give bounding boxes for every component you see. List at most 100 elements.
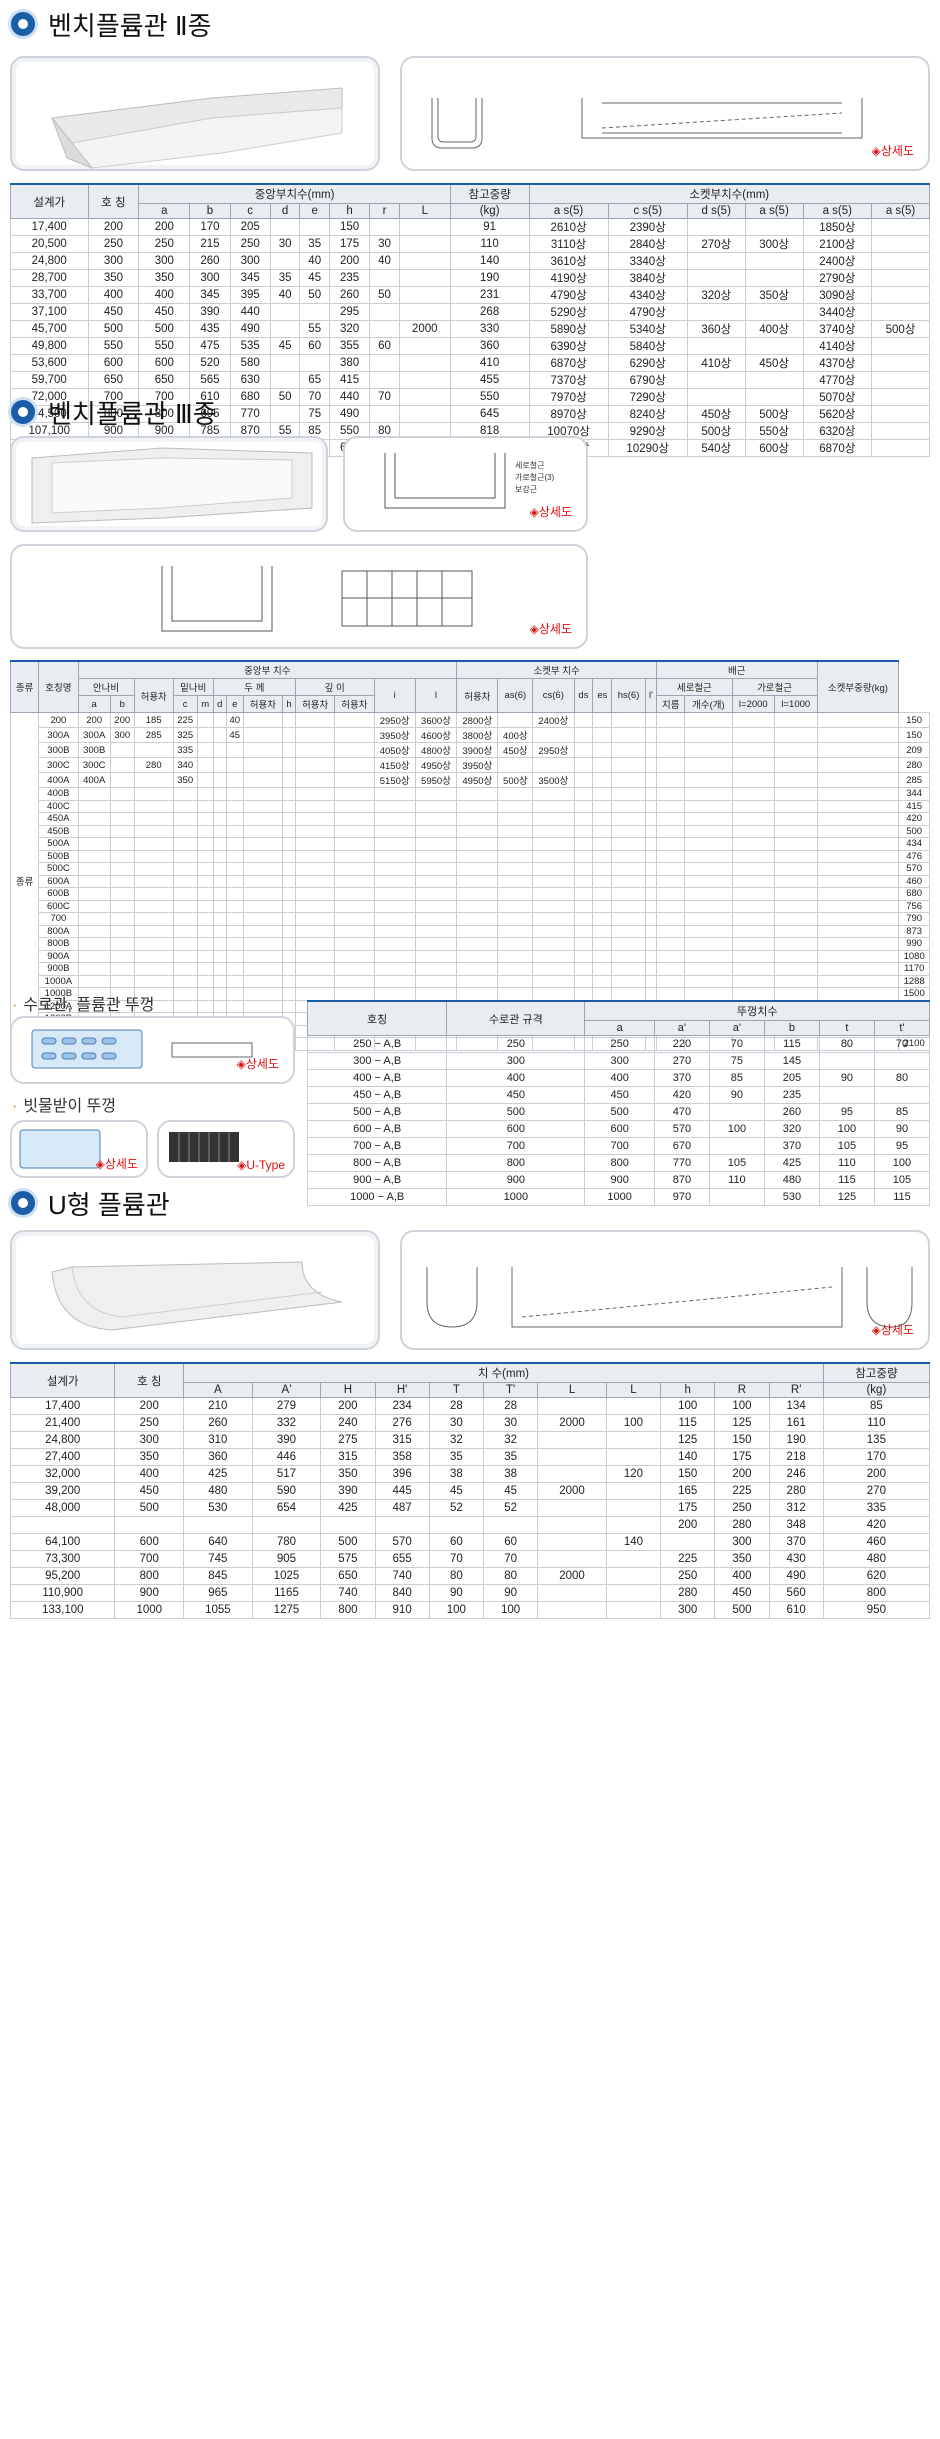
table-cell: 49,800 <box>10 337 89 355</box>
table-cell: 270상 <box>686 235 746 253</box>
table-cell: 30 <box>269 235 301 253</box>
table-cell: 570 <box>374 1533 430 1551</box>
table-cell <box>282 987 296 1001</box>
table-cell: 270 <box>822 1482 931 1500</box>
detail-link[interactable]: ◈상세도 <box>871 1323 914 1337</box>
table-cell <box>456 987 499 1001</box>
table-cell <box>656 862 686 876</box>
col-header: b <box>763 1020 820 1036</box>
table-cell <box>871 354 930 372</box>
table-cell <box>605 1584 662 1602</box>
table-cell <box>414 824 458 838</box>
table-cell <box>225 912 244 926</box>
table-cell: 140 <box>660 1448 716 1466</box>
table-cell: 24,800 <box>10 252 89 270</box>
table-cell <box>133 974 174 988</box>
col-header: 소켓부 치수 <box>456 660 658 679</box>
table-cell <box>684 862 733 876</box>
table-cell: 575 <box>320 1550 376 1568</box>
table-cell <box>537 1499 607 1517</box>
table-cell <box>294 812 336 826</box>
detail-link[interactable]: ◈상세도 <box>236 1057 279 1071</box>
table-cell: 655 <box>374 1550 430 1568</box>
table-cell <box>497 812 534 826</box>
table-cell <box>9 1516 116 1534</box>
table-cell <box>684 924 733 938</box>
table-cell <box>242 899 284 913</box>
detail-link[interactable]: ◈상세도 <box>871 144 914 158</box>
table-cell: 300 <box>446 1052 586 1070</box>
table-cell: 390 <box>320 1482 376 1500</box>
table-cell: 7370상 <box>528 371 609 389</box>
table-cell: 300B <box>77 742 111 758</box>
table-cell: 40 <box>269 286 301 304</box>
table-cell: 20,500 <box>10 235 89 253</box>
table-cell <box>294 987 336 1001</box>
table-cell: 28 <box>428 1397 484 1415</box>
table-cell: 95 <box>873 1137 931 1155</box>
table-cell <box>656 874 686 888</box>
table-cell <box>242 874 284 888</box>
table-cell <box>294 824 336 838</box>
bullet-icon <box>8 397 38 427</box>
detail-link[interactable]: ◈U-Type <box>237 1158 285 1172</box>
table-cell <box>77 874 111 888</box>
table-cell: 6390상 <box>528 337 609 355</box>
col-header: a s(5) <box>528 203 609 219</box>
table-cell <box>225 874 244 888</box>
table-cell: 2610상 <box>528 218 609 236</box>
table-cell: 6290상 <box>607 354 688 372</box>
table-cell <box>686 371 746 389</box>
table-cell: 200 <box>109 712 135 728</box>
table-cell <box>656 837 686 851</box>
section-title: 벤치플륨관 Ⅲ종 <box>48 398 217 429</box>
table-cell: 276 <box>374 1414 430 1432</box>
table-cell <box>133 949 174 963</box>
table-cell: 344 <box>898 787 930 801</box>
table-cell <box>592 837 613 851</box>
table-cell <box>398 286 451 304</box>
table-cell: 53,600 <box>10 354 89 372</box>
detail-link[interactable]: ◈상세도 <box>95 1157 138 1171</box>
table-cell: 1000 <box>114 1601 185 1619</box>
table-cell: 300A <box>77 727 111 743</box>
table-cell: 1165 <box>251 1584 322 1602</box>
table-cell <box>133 874 174 888</box>
table-cell <box>334 887 375 901</box>
table-cell: 434 <box>898 837 930 851</box>
table-cell <box>398 371 451 389</box>
detail-link[interactable]: ◈상세도 <box>529 622 572 636</box>
table-cell <box>816 912 900 926</box>
table-cell: 95 <box>818 1103 875 1121</box>
table-cell <box>605 1601 662 1619</box>
table-cell <box>242 924 284 938</box>
section-title: 벤치플륨관 Ⅱ종 <box>48 10 212 41</box>
table-cell: 30 <box>482 1414 539 1432</box>
table-cell: 420 <box>822 1516 931 1534</box>
table-cell: 430 <box>768 1550 824 1568</box>
detail-link[interactable]: ◈상세도 <box>529 505 572 519</box>
table-cell: 2840상 <box>607 235 688 253</box>
table-cell: 650 <box>138 371 191 389</box>
table-cell <box>212 712 227 728</box>
table-cell <box>398 218 451 236</box>
table-cell: 200 <box>114 1397 185 1415</box>
table-cell: 3440상 <box>802 303 873 321</box>
table-cell: 209 <box>898 742 930 758</box>
table-cell <box>731 962 776 976</box>
table-cell: 600 − A,B <box>306 1120 448 1138</box>
table-cell <box>537 1584 607 1602</box>
table-cell <box>611 949 646 963</box>
table-cell <box>684 962 733 976</box>
table-cell <box>398 269 451 287</box>
table-cell <box>77 962 111 976</box>
table-cell: 640 <box>183 1533 253 1551</box>
table-cell: 80 <box>369 422 400 440</box>
